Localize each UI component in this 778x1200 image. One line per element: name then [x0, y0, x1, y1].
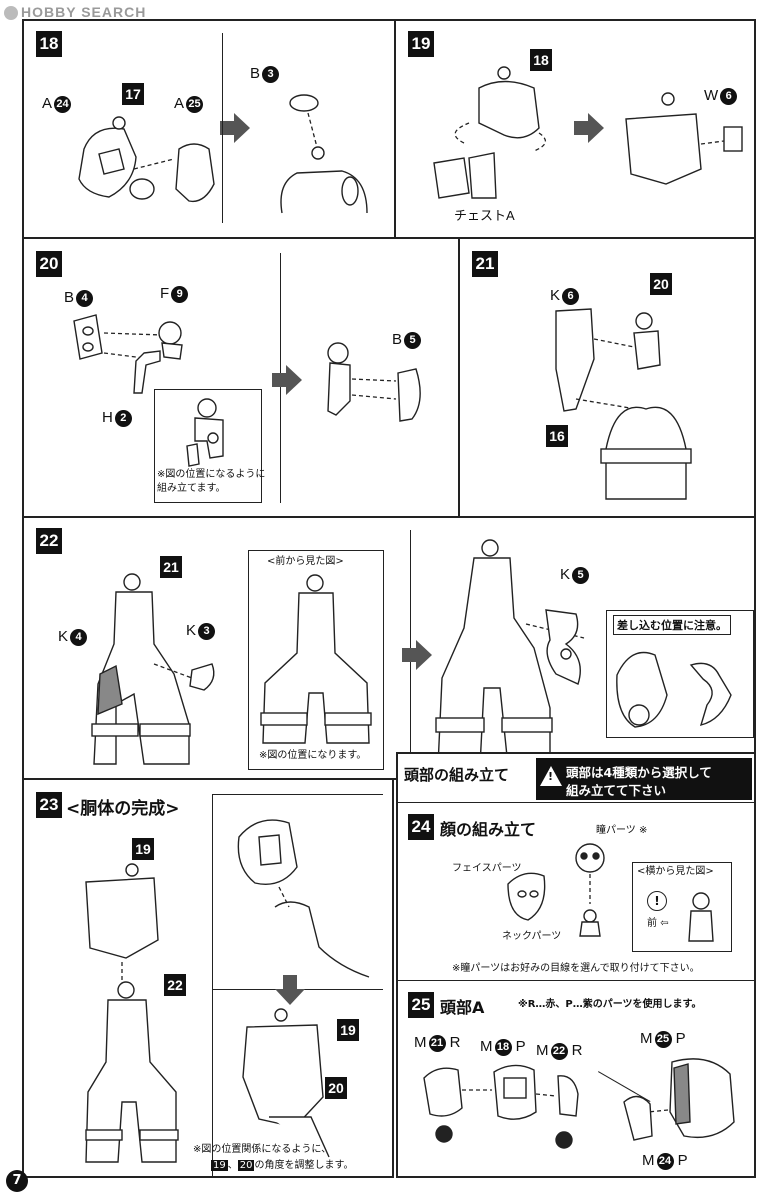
step-number: 20: [36, 251, 62, 277]
face-parts-label: フェイスパーツ: [452, 863, 522, 874]
step-24-illustration: [507, 843, 605, 937]
step-21-illustration: [555, 308, 692, 500]
step-19-right-illustration: [625, 92, 743, 185]
step-24-title: 顔の組み立て: [440, 820, 537, 839]
step-arrow-18: [220, 113, 250, 143]
step-19-left-illustration: [433, 66, 546, 199]
step-20-left-illustration: [73, 314, 183, 394]
side-view-box: <横から見た図> ! 前 ⇦: [632, 862, 732, 952]
step-23-detail-top: [237, 819, 370, 978]
part-label-19: 19: [132, 838, 154, 860]
front-label: 前 ⇦: [647, 918, 669, 929]
part-label-20: 20: [650, 273, 672, 295]
step-24-number: 24: [408, 814, 434, 840]
logo: HOBBY SEARCH: [4, 4, 146, 21]
part-label-17: 17: [122, 83, 144, 105]
divider: [222, 33, 223, 223]
front-view-illustration: [260, 574, 372, 744]
pupil-parts-label: 瞳パーツ ※: [596, 825, 648, 836]
part-label-16: 16: [546, 425, 568, 447]
neck-parts-label: ネックパーツ: [502, 931, 562, 942]
step-23-detail-bottom: [242, 1008, 330, 1158]
caution-box: 差し込む位置に注意。: [606, 610, 754, 738]
step-25-note: ※R…赤、P…紫のパーツを使用します。: [518, 999, 702, 1010]
step-20-note: ※図の位置になるように 組み立てます。: [157, 469, 266, 494]
divider: [398, 802, 754, 803]
step-23-title: <胴体の完成>: [66, 799, 180, 819]
head-title: 頭部の組み立て: [404, 766, 510, 784]
part-label-22: 22: [164, 974, 186, 996]
exclamation-icon: !: [647, 891, 667, 911]
step-25-right-illustration: [623, 1058, 735, 1141]
detail-box: ※図の位置になるように 組み立てます。: [154, 389, 266, 503]
step-23-left-illustration: [85, 863, 179, 1163]
step-arrow-19: [574, 113, 604, 143]
chest-a-label: チェストA: [454, 208, 515, 223]
step-23-panel: 23 <胴体の完成> 19 22 19 20 ※図の位置関係になるように、 19…: [22, 778, 394, 1178]
step-25-left-illustration: [423, 1064, 579, 1149]
part-label-21: 21: [160, 556, 182, 578]
divider: [398, 980, 754, 981]
step-24-note: ※瞳パーツはお好みの目線を選んで取り付けて下さい。: [452, 963, 700, 974]
part-label-18: 18: [530, 49, 552, 71]
step-22-right-illustration: [435, 539, 585, 767]
front-view-label: <前から見た図>: [267, 556, 344, 567]
part-label-19b: 19: [337, 1019, 359, 1041]
logo-icon: [4, 6, 18, 21]
head-warning: ! 頭部は4種類から選択して 組み立てて下さい: [536, 758, 752, 800]
side-view-illustration: [688, 892, 714, 942]
step-arrow-20: [272, 365, 302, 395]
caution-label: 差し込む位置に注意。: [613, 615, 731, 635]
detail-illustration: [186, 398, 224, 467]
step-number: 19: [408, 31, 434, 57]
warning-icon: [540, 766, 562, 786]
step-number: 23: [36, 792, 62, 818]
step-18-right-illustration: [280, 94, 368, 214]
step-23-note-line1: ※図の位置関係になるように、: [193, 1144, 332, 1155]
head-section: 頭部の組み立て ! 頭部は4種類から選択して 組み立てて下さい 24 顔の組み立…: [396, 752, 756, 1178]
step-25-title: 頭部A: [440, 998, 485, 1017]
side-view-label: <横から見た図>: [637, 866, 714, 877]
page-number: 7: [6, 1170, 28, 1192]
caution-illustration: [616, 651, 732, 728]
step-number: 22: [36, 528, 62, 554]
step-20-right-illustration: [327, 342, 421, 422]
step-22-note: ※図の位置になります。: [259, 750, 367, 761]
step-arrow-22: [402, 640, 432, 670]
step-25-number: 25: [408, 992, 434, 1018]
step-number: 21: [472, 251, 498, 277]
step-arrow-23-down: [275, 975, 305, 1005]
k5-part-illustration: [545, 609, 581, 685]
step-number: 18: [36, 31, 62, 57]
front-view-box: <前から見た図> ※図の位置になります。: [248, 550, 384, 770]
part-label-20: 20: [325, 1077, 347, 1099]
step-18-left-illustration: [78, 116, 215, 203]
step-22-left-illustration: [91, 573, 215, 765]
